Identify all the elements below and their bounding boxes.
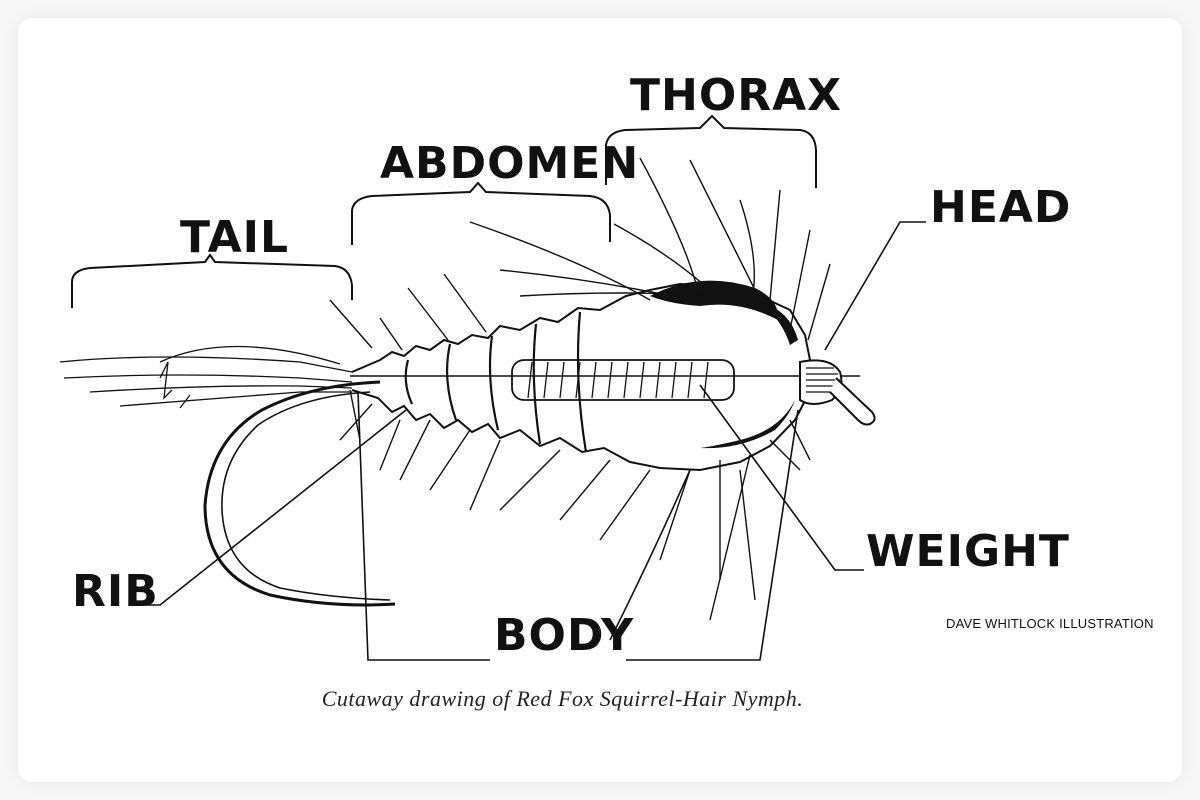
tail-fibers: [59, 345, 353, 409]
thorax-dubbing: [650, 280, 798, 449]
lead-weight: [511, 359, 735, 401]
weight-leader: [699, 384, 864, 571]
label-thorax: THORAX: [630, 70, 843, 121]
rib-wraps: [404, 311, 588, 453]
head-leader: [824, 221, 926, 351]
label-rib: RIB: [72, 566, 159, 617]
hook: [203, 380, 396, 607]
tail-bracket: [71, 253, 353, 308]
body-bracket-line: [357, 391, 490, 661]
section-brackets: [71, 114, 817, 308]
label-weight: WEIGHT: [866, 526, 1070, 577]
hackle-fibers: [329, 157, 831, 621]
abdomen-bracket: [351, 181, 611, 245]
thorax-bracket: [605, 114, 817, 188]
label-body: BODY: [494, 610, 635, 661]
label-tail: TAIL: [180, 212, 290, 263]
rib-leader: [145, 409, 407, 606]
leader-lines: [145, 221, 926, 661]
label-abdomen: ABDOMEN: [380, 138, 640, 189]
figure-caption: Cutaway drawing of Red Fox Squirrel-Hair…: [321, 686, 804, 711]
illustration-credit: DAVE WHITLOCK ILLUSTRATION: [946, 616, 1154, 631]
body-bracket-right: [626, 409, 799, 661]
label-head: HEAD: [930, 182, 1072, 233]
body-leader-mid: [609, 469, 691, 641]
fly-head: [799, 359, 876, 426]
